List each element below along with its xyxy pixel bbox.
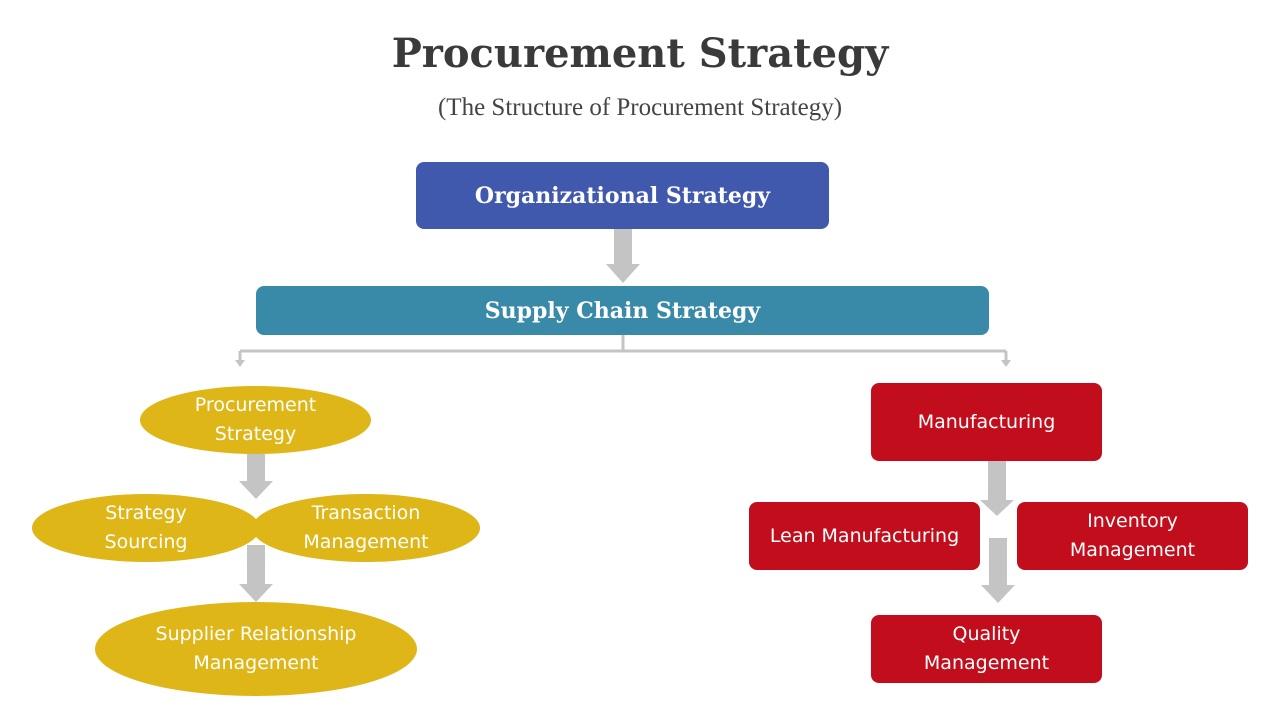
page-subtitle: (The Structure of Procurement Strategy) — [437, 94, 843, 121]
organizational-strategy-label: Organizational Strategy — [474, 182, 771, 209]
down-arrow-sourcing-to-supplier — [239, 545, 273, 602]
quality-management-box: Quality Management — [871, 615, 1102, 683]
page-title: Procurement Strategy — [391, 30, 889, 77]
strategy-sourcing-label-line1: Strategy — [105, 502, 187, 524]
branch-right-arrowhead — [1001, 360, 1011, 367]
strategy-sourcing-ellipse: Strategy Sourcing — [32, 494, 260, 562]
procurement-strategy-ellipse: Procurement Strategy — [140, 386, 371, 454]
lean-manufacturing-label: Lean Manufacturing — [769, 524, 960, 547]
down-arrow-procurement-to-sourcing — [239, 454, 273, 499]
supplier-relationship-label-line1: Supplier Relationship — [155, 623, 357, 645]
down-arrow-manufacturing-to-lean — [980, 461, 1014, 516]
strategy-sourcing-label-line2: Sourcing — [104, 531, 188, 553]
supply-chain-strategy-box: Supply Chain Strategy — [256, 286, 989, 335]
transaction-management-label-line1: Transaction — [311, 502, 421, 524]
procurement-strategy-label-line1: Procurement — [194, 394, 317, 416]
quality-management-label-line2: Management — [923, 652, 1050, 674]
down-arrow-lean-to-quality — [981, 538, 1015, 603]
transaction-management-label-line2: Management — [303, 531, 429, 553]
supply-chain-strategy-label: Supply Chain Strategy — [484, 297, 761, 324]
lean-manufacturing-box: Lean Manufacturing — [749, 502, 980, 570]
inventory-management-label-line1: Inventory — [1087, 510, 1178, 532]
down-arrow-org-to-supply — [606, 229, 640, 283]
transaction-management-ellipse: Transaction Management — [252, 494, 480, 562]
inventory-management-box: Inventory Management — [1017, 502, 1248, 570]
quality-management-label-line1: Quality — [952, 623, 1021, 645]
manufacturing-box: Manufacturing — [871, 383, 1102, 461]
branch-left-arrowhead — [235, 360, 245, 367]
inventory-management-label-line2: Management — [1069, 539, 1196, 561]
procurement-strategy-label-line2: Strategy — [214, 423, 297, 445]
supplier-relationship-management-ellipse: Supplier Relationship Management — [95, 602, 417, 696]
supplier-relationship-label-line2: Management — [193, 652, 319, 674]
organizational-strategy-box: Organizational Strategy — [416, 162, 829, 229]
manufacturing-label: Manufacturing — [917, 410, 1056, 433]
